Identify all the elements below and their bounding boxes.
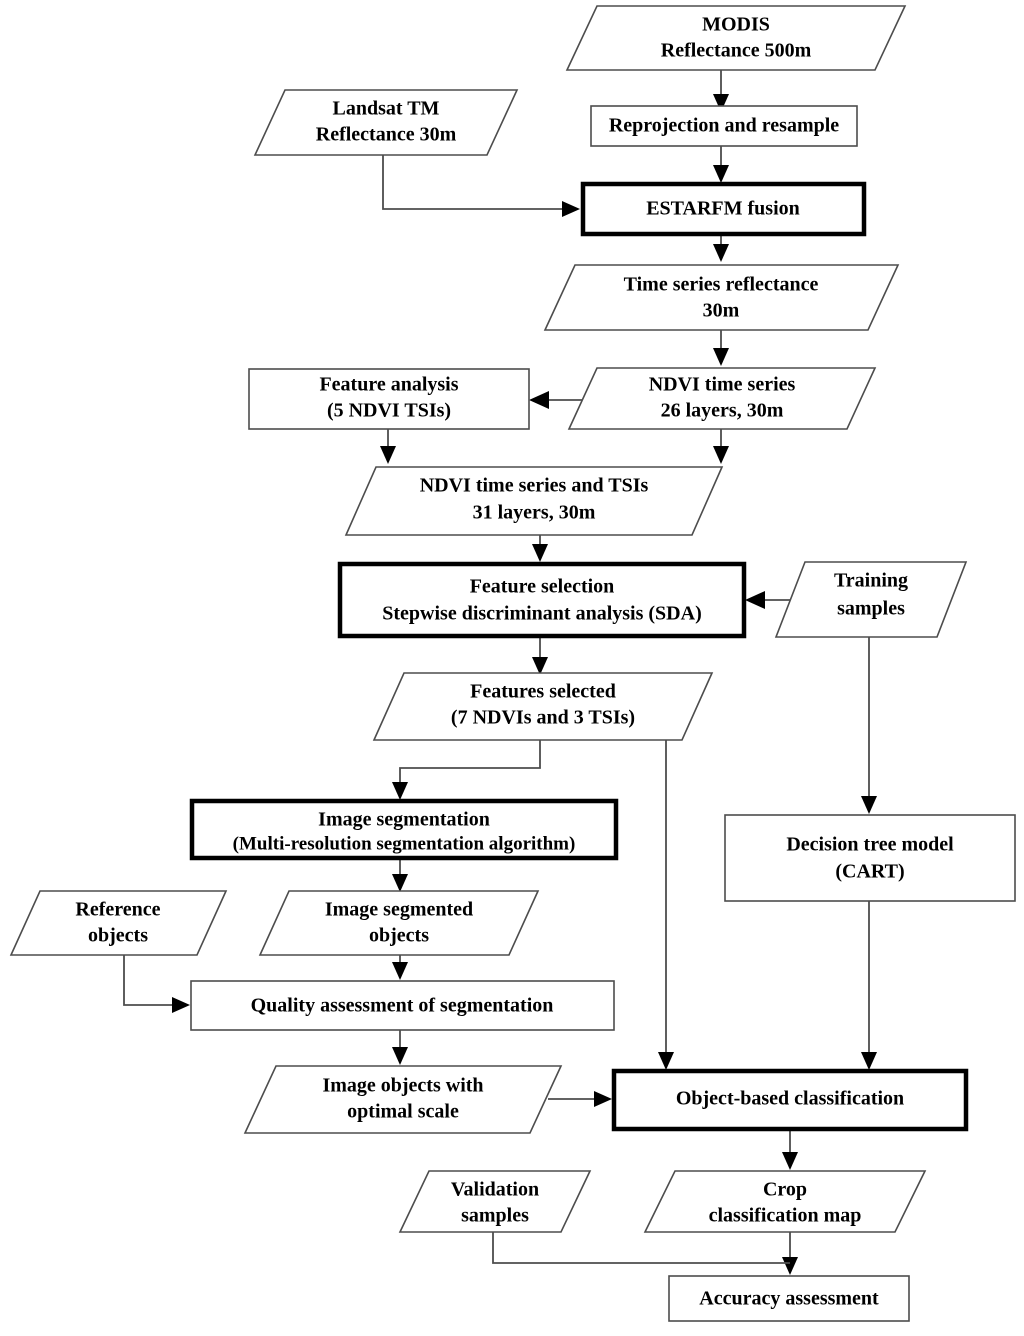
node-landsat-tm[interactable]: Landsat TM Reflectance 30m bbox=[253, 89, 519, 156]
edge-estarfm-to-timeseries bbox=[713, 234, 729, 262]
node-optimal-objects-line-1: Image objects with bbox=[322, 1075, 483, 1097]
node-object-based-classification[interactable]: Object-based classification bbox=[611, 1068, 969, 1132]
edge-validation-to-accuracy bbox=[492, 1232, 790, 1264]
node-ndvi-tsis-line-2: 31 layers, 30m bbox=[473, 502, 596, 524]
node-accuracy-assessment[interactable]: Accuracy assessment bbox=[668, 1275, 910, 1322]
node-training-line-2: samples bbox=[837, 598, 905, 620]
node-reprojection-resample[interactable]: Reprojection and resample bbox=[590, 105, 858, 147]
edge-features-to-classification bbox=[658, 740, 674, 1070]
edge-quality-to-optimal-objects bbox=[392, 1030, 408, 1065]
edge-ndvi-tsis-to-feature-selection bbox=[532, 535, 548, 562]
node-segmentation-line-1: Image segmentation bbox=[318, 809, 490, 831]
node-validation-samples[interactable]: Validation samples bbox=[398, 1170, 592, 1233]
node-crop-map-line-1: Crop bbox=[763, 1179, 807, 1201]
node-training-samples[interactable]: Training samples bbox=[774, 561, 968, 638]
node-accuracy-label: Accuracy assessment bbox=[699, 1288, 879, 1310]
node-feature-selection[interactable]: Feature selection Stepwise discriminant … bbox=[337, 561, 747, 639]
node-features-selected-line-1: Features selected bbox=[470, 681, 616, 703]
node-feature-selection-line-1: Feature selection bbox=[470, 576, 615, 598]
node-decision-tree-line-1: Decision tree model bbox=[786, 834, 954, 856]
edge-crop-map-to-accuracy bbox=[782, 1232, 798, 1275]
node-timeseries-line-2: 30m bbox=[703, 300, 740, 322]
node-crop-classification-map[interactable]: Crop classification map bbox=[643, 1170, 927, 1233]
node-layer: MODIS Reflectance 500m Landsat TM Reflec… bbox=[9, 5, 1016, 1322]
node-ndvi-tsis-line-1: NDVI time series and TSIs bbox=[420, 475, 649, 497]
node-modis-line-2: Reflectance 500m bbox=[661, 40, 812, 62]
edge-segmentation-to-segmented-objects bbox=[392, 858, 408, 892]
node-segmented-objects-line-1: Image segmented bbox=[325, 899, 473, 921]
edge-ndvi-to-ndvi-tsis bbox=[713, 429, 729, 464]
node-landsat-line-1: Landsat TM bbox=[333, 98, 440, 120]
node-reference-objects[interactable]: Reference objects bbox=[9, 890, 228, 956]
node-segmentation-line-2: (Multi-resolution segmentation algorithm… bbox=[233, 833, 576, 854]
edge-features-to-segmentation bbox=[392, 740, 541, 800]
connector-layer bbox=[123, 70, 877, 1275]
node-ndvi-and-tsis[interactable]: NDVI time series and TSIs 31 layers, 30m bbox=[344, 466, 724, 536]
edge-landsat-to-estarfm bbox=[382, 155, 580, 217]
node-ndvi-ts-line-1: NDVI time series bbox=[649, 374, 796, 396]
node-landsat-line-2: Reflectance 30m bbox=[316, 124, 457, 146]
node-modis-line-1: MODIS bbox=[702, 14, 770, 36]
node-quality-assessment[interactable]: Quality assessment of segmentation bbox=[190, 980, 615, 1031]
node-feature-selection-line-2: Stepwise discriminant analysis (SDA) bbox=[382, 603, 701, 625]
node-feature-analysis-line-1: Feature analysis bbox=[319, 374, 458, 396]
node-timeseries-line-1: Time series reflectance bbox=[624, 274, 819, 296]
node-optimal-objects-line-2: optimal scale bbox=[347, 1101, 459, 1123]
node-image-objects-optimal-scale[interactable]: Image objects with optimal scale bbox=[243, 1065, 563, 1134]
node-obc-label: Object-based classification bbox=[676, 1088, 904, 1110]
node-features-selected[interactable]: Features selected (7 NDVIs and 3 TSIs) bbox=[372, 672, 714, 741]
edge-optimal-objects-to-classification bbox=[548, 1091, 612, 1107]
edge-timeseries-to-ndvi bbox=[713, 330, 729, 366]
node-reference-line-1: Reference bbox=[75, 899, 160, 921]
edge-feature-selection-to-features bbox=[532, 637, 548, 675]
node-reprojection-label: Reprojection and resample bbox=[609, 115, 839, 137]
node-validation-line-2: samples bbox=[461, 1205, 529, 1227]
node-estarfm-label: ESTARFM fusion bbox=[646, 198, 800, 220]
edge-reference-to-quality bbox=[123, 955, 190, 1013]
node-features-selected-line-2: (7 NDVIs and 3 TSIs) bbox=[451, 707, 635, 729]
node-ndvi-ts-line-2: 26 layers, 30m bbox=[661, 400, 784, 422]
edge-decision-tree-to-classification bbox=[861, 901, 877, 1070]
node-crop-map-line-2: classification map bbox=[709, 1205, 862, 1227]
node-ndvi-time-series[interactable]: NDVI time series 26 layers, 30m bbox=[567, 367, 877, 430]
node-time-series-reflectance[interactable]: Time series reflectance 30m bbox=[543, 264, 900, 331]
node-image-segmentation[interactable]: Image segmentation (Multi-resolution seg… bbox=[189, 798, 619, 861]
node-training-line-1: Training bbox=[834, 570, 908, 592]
node-reference-line-2: objects bbox=[88, 925, 148, 947]
node-feature-analysis[interactable]: Feature analysis (5 NDVI TSIs) bbox=[248, 368, 530, 430]
edge-modis-to-reproject bbox=[713, 70, 729, 112]
node-quality-label: Quality assessment of segmentation bbox=[251, 995, 554, 1017]
node-decision-tree-line-2: (CART) bbox=[835, 861, 904, 883]
edge-segmented-objects-to-quality bbox=[392, 955, 408, 980]
edge-feature-analysis-to-ndvi-tsis bbox=[380, 429, 396, 464]
edge-classification-to-crop-map bbox=[782, 1129, 798, 1170]
edge-reproject-to-estarfm bbox=[713, 146, 729, 183]
node-decision-tree-model[interactable]: Decision tree model (CART) bbox=[724, 814, 1016, 902]
node-image-segmented-objects[interactable]: Image segmented objects bbox=[258, 890, 540, 956]
node-modis[interactable]: MODIS Reflectance 500m bbox=[565, 5, 907, 71]
node-feature-analysis-line-2: (5 NDVI TSIs) bbox=[327, 400, 451, 422]
node-segmented-objects-line-2: objects bbox=[369, 925, 429, 947]
node-validation-line-1: Validation bbox=[451, 1179, 539, 1201]
edge-training-to-decision-tree bbox=[861, 637, 877, 814]
node-estarfm-fusion[interactable]: ESTARFM fusion bbox=[580, 181, 867, 237]
